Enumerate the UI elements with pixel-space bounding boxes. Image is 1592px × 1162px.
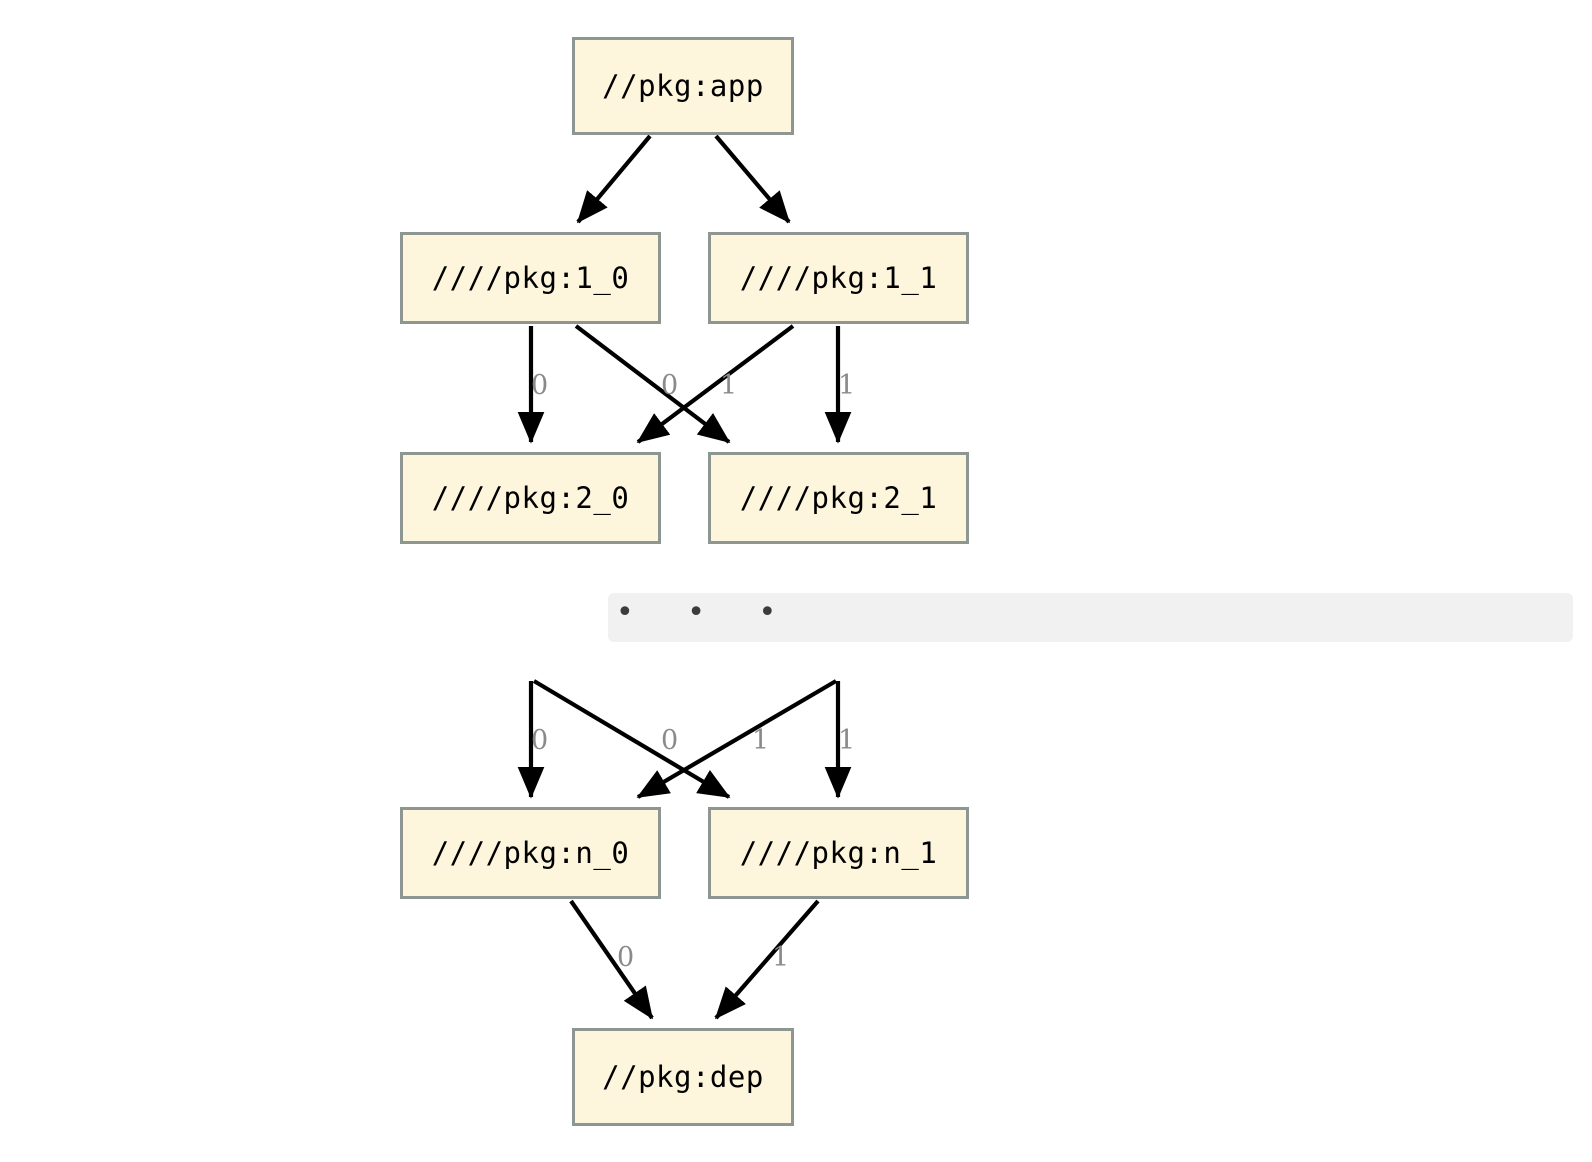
node-label: ////pkg:2_0 (431, 481, 630, 515)
edge-1_1-to-2_0 (636, 324, 795, 444)
node-pkg-1_0[interactable]: ////pkg:1_0 (400, 232, 661, 324)
node-dep[interactable]: //pkg:dep (572, 1028, 794, 1126)
edge-label: 1 (752, 725, 770, 756)
edge-app-to-1_1 (714, 134, 791, 224)
edge-n_1-to-dep (714, 899, 820, 1020)
node-label: ////pkg:2_1 (739, 481, 938, 515)
ellipsis-dots: • • • (616, 595, 799, 630)
edge-label: 1 (838, 725, 856, 756)
edge-label: 0 (531, 725, 549, 756)
node-label: ////pkg:n_1 (739, 836, 938, 870)
node-pkg-n_1[interactable]: ////pkg:n_1 (708, 807, 969, 899)
edge-label: 0 (531, 370, 549, 401)
ellipsis-separator: • • • (608, 593, 1573, 642)
node-pkg-1_1[interactable]: ////pkg:1_1 (708, 232, 969, 324)
node-app[interactable]: //pkg:app (572, 37, 794, 135)
edge-1_0-to-2_1 (574, 324, 731, 444)
edge-label: 1 (772, 942, 790, 973)
node-label: ////pkg:1_0 (431, 261, 630, 295)
edge-label: 0 (617, 942, 635, 973)
edge-hidden-to-n_0-alt (636, 679, 838, 799)
edge-app-to-1_0 (576, 134, 652, 224)
edge-label: 0 (661, 725, 679, 756)
edge-hidden-to-n_1 (532, 679, 731, 799)
edge-label: 1 (838, 370, 856, 401)
node-pkg-2_1[interactable]: ////pkg:2_1 (708, 452, 969, 544)
edge-n_0-to-dep (569, 899, 654, 1020)
node-label: //pkg:dep (602, 1060, 764, 1094)
node-label: ////pkg:n_0 (431, 836, 630, 870)
edge-label: 0 (661, 370, 679, 401)
node-label: ////pkg:1_1 (739, 261, 938, 295)
node-pkg-n_0[interactable]: ////pkg:n_0 (400, 807, 661, 899)
node-pkg-2_0[interactable]: ////pkg:2_0 (400, 452, 661, 544)
edge-label: 1 (720, 370, 738, 401)
node-label: //pkg:app (602, 69, 764, 103)
